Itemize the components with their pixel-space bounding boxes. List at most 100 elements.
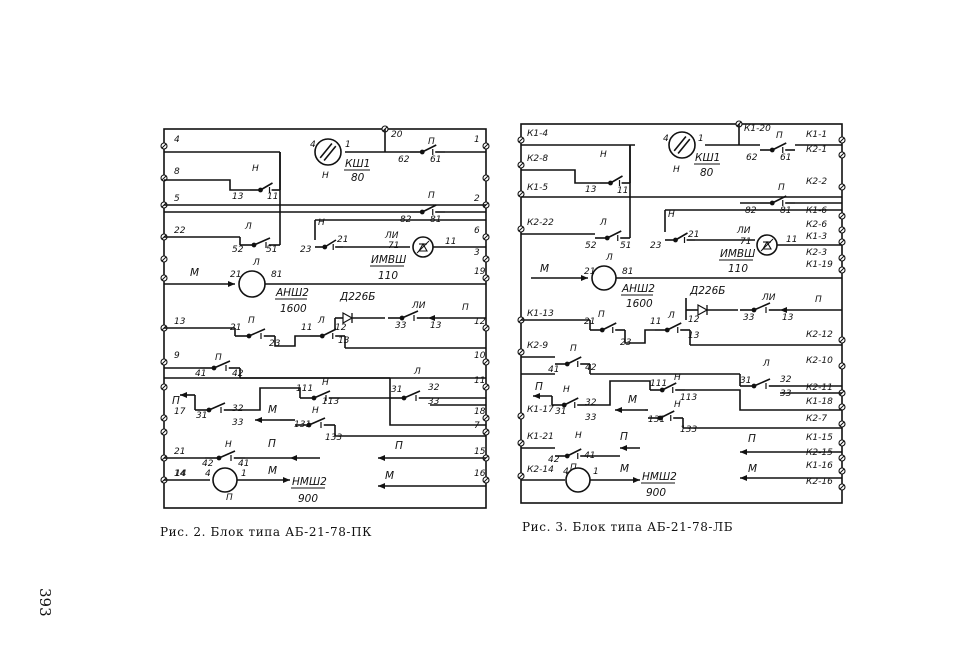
- contact-blade: [661, 382, 677, 391]
- relay-coil: [238, 270, 266, 298]
- terminal-screw: [838, 362, 846, 370]
- terminal-label-right: 7: [474, 421, 480, 431]
- contact-blade: [421, 204, 437, 213]
- terminal-label-right: К2-10: [806, 356, 833, 366]
- wire: [587, 380, 651, 406]
- contact-dot: [251, 242, 257, 248]
- terminal-label-left: К2-22: [527, 218, 554, 228]
- contact-dot: [206, 407, 212, 413]
- terminal-slot: [161, 429, 167, 435]
- terminal-label-right: К1-18: [806, 397, 833, 407]
- label: П: [778, 183, 785, 193]
- contact-dot: [769, 147, 775, 153]
- terminal-slot: [161, 275, 167, 281]
- terminal-slot: [483, 477, 489, 483]
- label: 32: [780, 375, 792, 385]
- arrow-head: [255, 417, 262, 423]
- terminal-screw: [160, 414, 168, 422]
- contact-blade: [606, 230, 622, 239]
- terminal-screw: [838, 467, 846, 475]
- label: 81: [622, 267, 633, 277]
- label: 14: [175, 469, 187, 479]
- lamp-ksh-value: 80: [351, 172, 365, 184]
- terminal-label-right: 2: [474, 194, 480, 204]
- label: 13: [782, 313, 794, 323]
- label: 42: [548, 455, 560, 465]
- label: 42: [585, 363, 597, 373]
- label: 111: [296, 384, 313, 394]
- terminal-slot: [483, 359, 489, 365]
- contact-dot: [419, 149, 425, 155]
- terminal-label-left: К2-9: [527, 341, 548, 351]
- label: 41: [584, 451, 595, 461]
- lamp-imvsh-value: 110: [378, 270, 398, 282]
- label: 131: [294, 420, 311, 430]
- terminal-slot: [518, 162, 524, 168]
- diode-label: Д226Б: [689, 285, 725, 297]
- terminal-label-left: 14: [174, 469, 186, 479]
- terminal-screw: [838, 454, 846, 462]
- terminal-label-left: К1-5: [527, 183, 548, 193]
- terminal-slot: [839, 137, 845, 143]
- terminal-label-right: К1-6: [806, 206, 827, 216]
- terminal-screw: [838, 212, 846, 220]
- terminal-slot: [518, 440, 524, 446]
- relay-nmsh-value: 900: [298, 493, 318, 505]
- label: П: [598, 310, 605, 320]
- diode-label: Д226Б: [339, 291, 375, 303]
- terminal-slot: [483, 429, 489, 435]
- terminal-screw: [482, 414, 490, 422]
- label: 1: [241, 469, 247, 479]
- terminal-screw: [838, 183, 846, 191]
- contact-dot: [216, 455, 222, 461]
- label: 11: [267, 192, 278, 202]
- terminal-slot: [518, 137, 524, 143]
- terminal-screw: [482, 428, 490, 436]
- relay-ansh-value: 1600: [280, 303, 307, 315]
- label: Н: [600, 150, 607, 160]
- terminal-screw: [517, 161, 525, 169]
- terminal-slot: [839, 213, 845, 219]
- label: Л: [317, 316, 325, 326]
- label: 12: [335, 323, 347, 333]
- label: Н: [322, 171, 329, 181]
- terminal-slot: [483, 256, 489, 262]
- contact-dot: [246, 333, 252, 339]
- terminal-label-left: 21: [174, 447, 185, 457]
- terminal-screw: [160, 274, 168, 282]
- contact-blade: [401, 310, 419, 319]
- contact-dot: [211, 365, 217, 371]
- terminal-screw: [482, 142, 490, 150]
- label: 41: [195, 369, 206, 379]
- terminal-label-left: К1-17: [527, 405, 554, 415]
- label: 11: [650, 317, 661, 327]
- terminal-slot: [518, 413, 524, 419]
- label: 13: [232, 192, 244, 202]
- terminal-screw: [160, 255, 168, 263]
- label: М: [268, 404, 277, 416]
- contact-blade: [308, 417, 326, 426]
- arrow-head: [740, 475, 747, 481]
- relay-nmsh-value: 900: [646, 487, 666, 499]
- terminal-slot: [839, 363, 845, 369]
- label: 11: [445, 237, 456, 247]
- terminal-slot: [839, 440, 845, 446]
- top-terminal-label: 20: [391, 130, 403, 140]
- terminal-screw: [517, 439, 525, 447]
- lamp-ksh-name: КШ1: [345, 158, 370, 170]
- label: 4: [205, 469, 211, 479]
- figure-3-frame: [520, 123, 843, 504]
- diode-symbol: [697, 303, 709, 317]
- contact-dot: [599, 327, 605, 333]
- arrow-head: [428, 315, 435, 321]
- relay-nmsh-name: НМШ2: [642, 471, 677, 483]
- terminal-screw: [517, 348, 525, 356]
- contact-dot: [561, 402, 567, 408]
- label: 21: [584, 317, 595, 327]
- label: 61: [430, 155, 441, 165]
- contact-blade: [421, 144, 437, 153]
- terminal-label-left: 8: [174, 167, 180, 177]
- terminal-label-right: К1-15: [806, 433, 833, 443]
- terminal-slot: [161, 143, 167, 149]
